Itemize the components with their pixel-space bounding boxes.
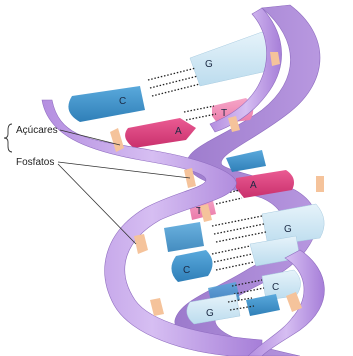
base-label: C bbox=[272, 282, 279, 293]
guanine-base bbox=[261, 203, 325, 247]
base-label: T bbox=[196, 206, 202, 217]
pointer-line bbox=[59, 129, 121, 146]
base-label: A bbox=[175, 126, 182, 137]
cytosine-base-partial bbox=[226, 150, 266, 172]
front-strand bbox=[41, 7, 325, 356]
adenine-base bbox=[236, 170, 294, 198]
label-sugars: Açúcares bbox=[3, 123, 121, 153]
sugars-label: Açúcares bbox=[16, 125, 58, 136]
base-pair-4: G bbox=[164, 203, 325, 252]
phosphates-label: Fosfatos bbox=[16, 157, 54, 168]
label-phosphates: Fosfatos bbox=[16, 157, 191, 245]
pointer-line bbox=[57, 161, 191, 179]
base-label: T bbox=[221, 108, 227, 119]
base-label: G bbox=[284, 224, 292, 235]
pointer-line bbox=[57, 163, 137, 245]
base-pair-7: G bbox=[186, 293, 280, 325]
base-label: C bbox=[183, 265, 190, 276]
cytosine-base bbox=[246, 294, 280, 316]
adenine-base bbox=[125, 118, 196, 148]
cytosine-base bbox=[68, 86, 145, 122]
base-label: A bbox=[250, 180, 257, 191]
base-label: C bbox=[119, 96, 126, 107]
guanine-base bbox=[186, 293, 241, 325]
cytosine-base bbox=[164, 222, 204, 252]
cytosine-base bbox=[171, 250, 213, 282]
base-label: G bbox=[205, 59, 213, 70]
base-label: G bbox=[206, 308, 214, 319]
label-brace bbox=[3, 123, 13, 153]
